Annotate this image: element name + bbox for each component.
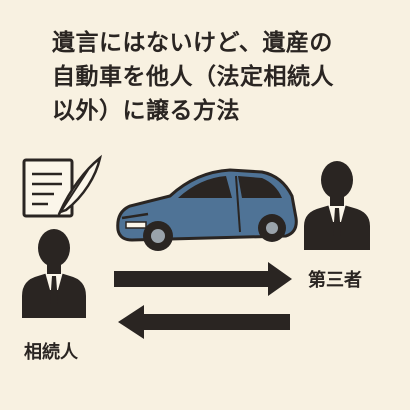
title-line-1: 遺言にはないけど、遺産の: [52, 30, 333, 56]
heir-person-icon: [22, 229, 86, 318]
title-line-2: 自動車を他人（法定相続人: [52, 64, 334, 90]
third-party-label: 第三者: [308, 270, 362, 291]
title-line-3: 以外）に譲る方法: [52, 98, 240, 124]
document-quill-icon: [22, 154, 102, 218]
third-party-person-icon: [304, 161, 370, 250]
arrow-right-icon: [114, 262, 292, 296]
arrow-left-icon: [118, 305, 290, 339]
car-icon: [116, 168, 298, 251]
diagram-title: 遺言にはないけど、遺産の 自動車を他人（法定相続人 以外）に譲る方法: [52, 26, 392, 128]
heir-label: 相続人: [24, 342, 78, 363]
